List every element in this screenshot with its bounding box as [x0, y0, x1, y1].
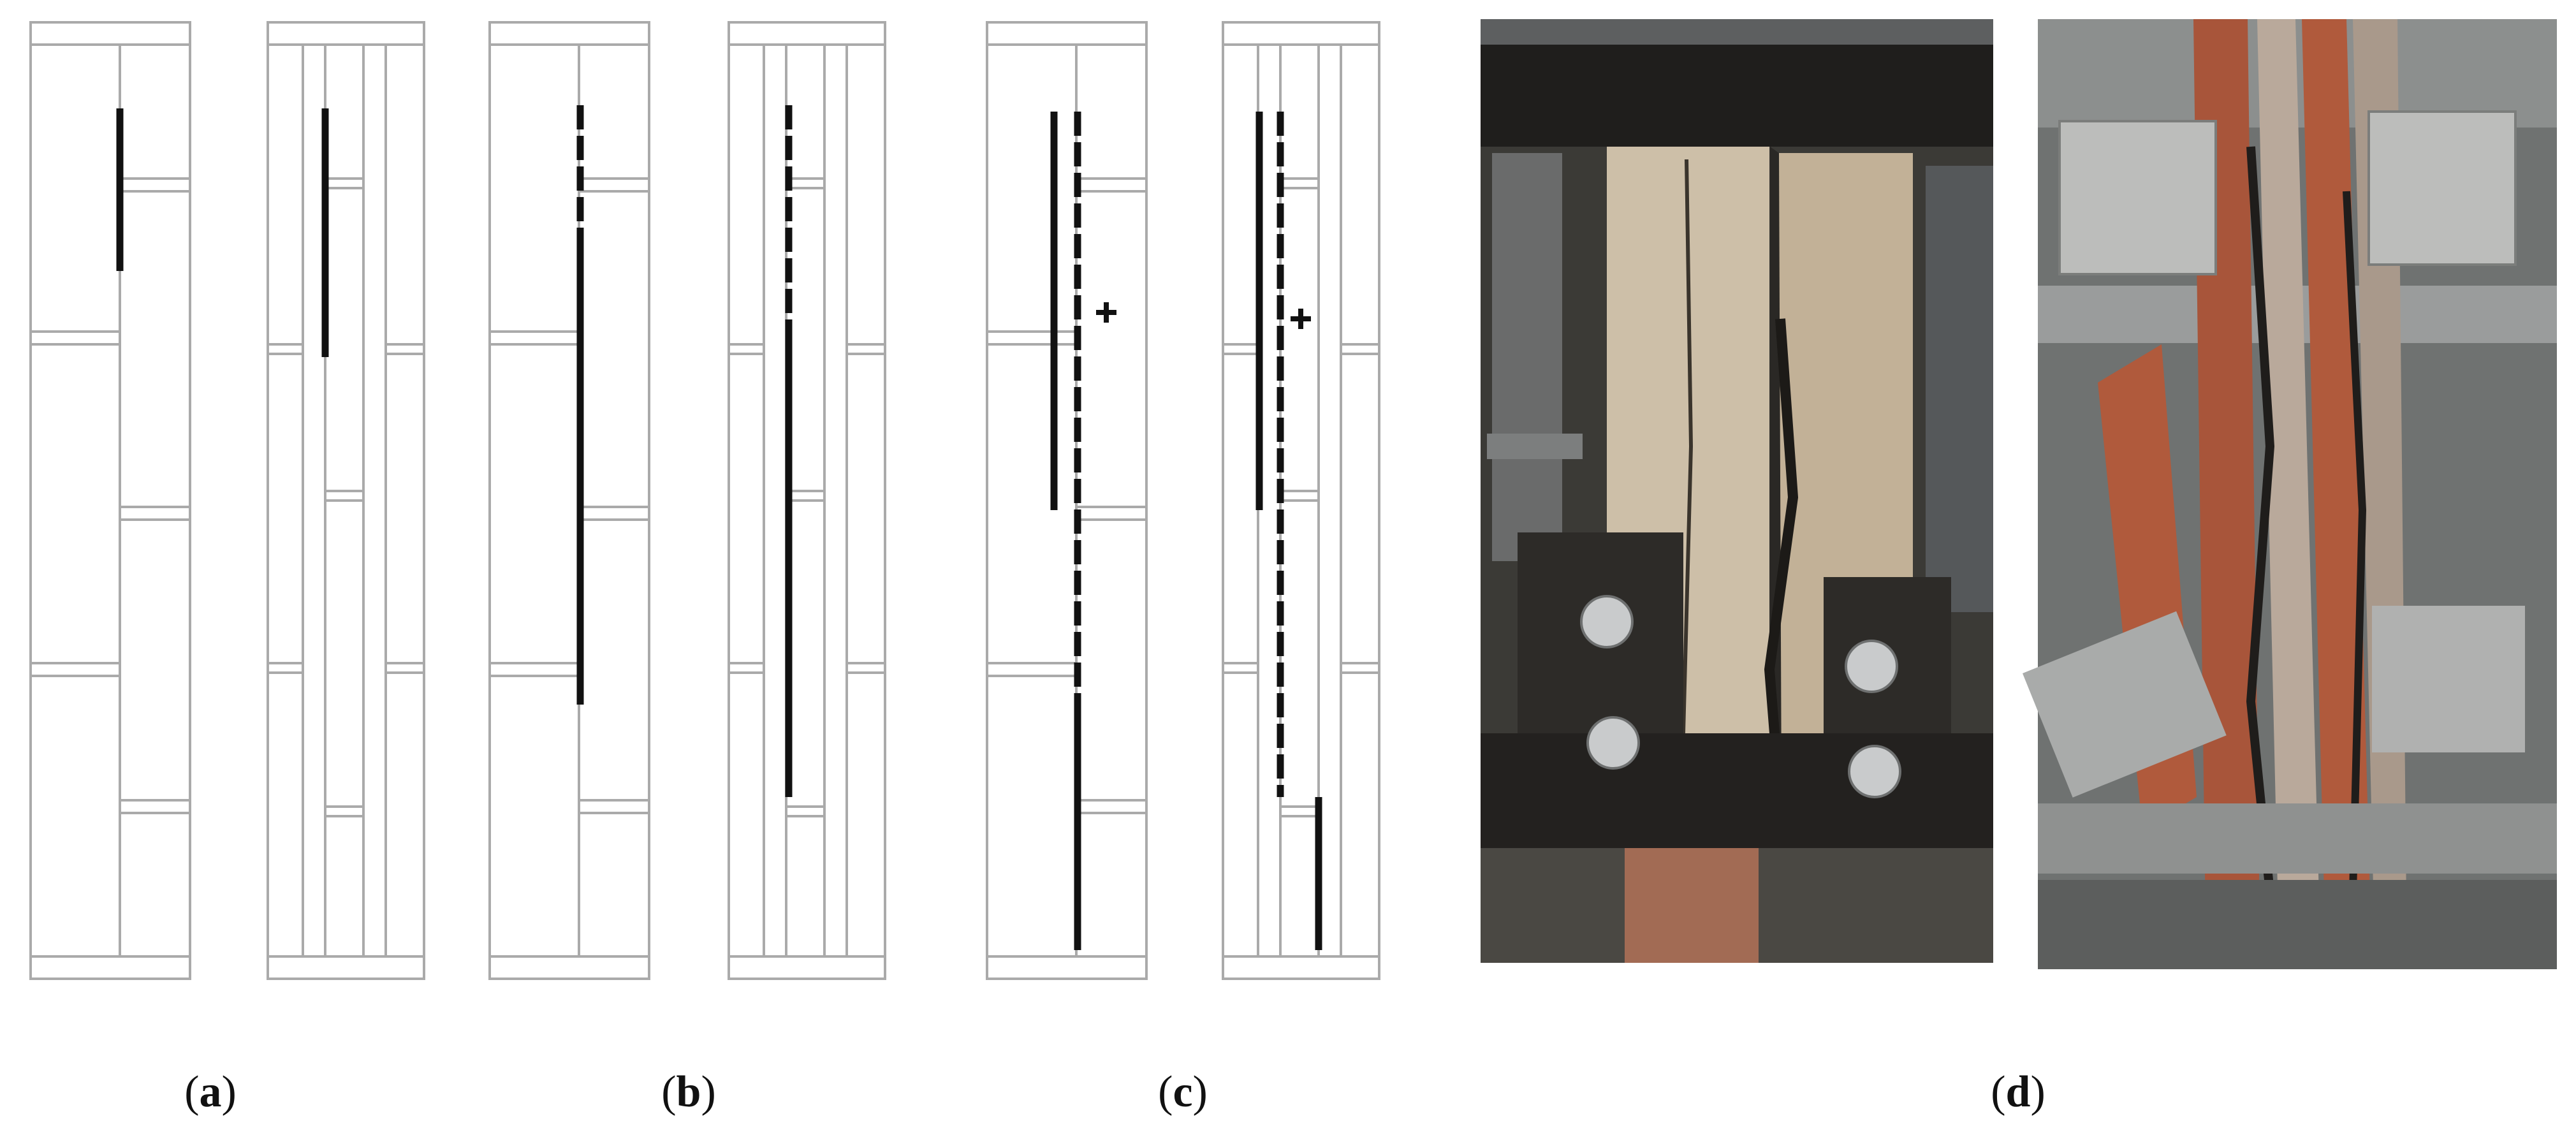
- crack-patterns: [116, 105, 1322, 950]
- masonry-unit-outline: [1222, 21, 1380, 980]
- caption-c: (c): [1158, 1067, 1208, 1117]
- specimen-two-wythe: [29, 21, 191, 980]
- masonry-unit-outline: [267, 21, 425, 980]
- specimen-drawings: [29, 21, 1380, 980]
- caption-b: (b): [661, 1067, 716, 1117]
- caption-a: (a): [184, 1067, 237, 1117]
- bolt-icon: [1580, 595, 1634, 648]
- specimen-three-wythe: [1222, 21, 1380, 980]
- bolt-icon: [1848, 745, 1901, 798]
- bolt-icon: [1845, 640, 1898, 693]
- specimen-three-wythe: [267, 21, 425, 980]
- photo-specimen-side: [2023, 19, 2557, 969]
- specimen-two-wythe: [986, 21, 1148, 980]
- masonry-unit-outline: [728, 21, 886, 980]
- masonry-unit-outline: [488, 21, 650, 980]
- specimen-two-wythe: [488, 21, 650, 980]
- masonry-unit-outline: [986, 21, 1148, 980]
- specimen-three-wythe: [728, 21, 886, 980]
- photo-specimen-front: [1481, 19, 1993, 963]
- masonry-unit-outline: [29, 21, 191, 980]
- caption-d: (d): [1991, 1067, 2045, 1117]
- bolt-icon: [1586, 716, 1640, 770]
